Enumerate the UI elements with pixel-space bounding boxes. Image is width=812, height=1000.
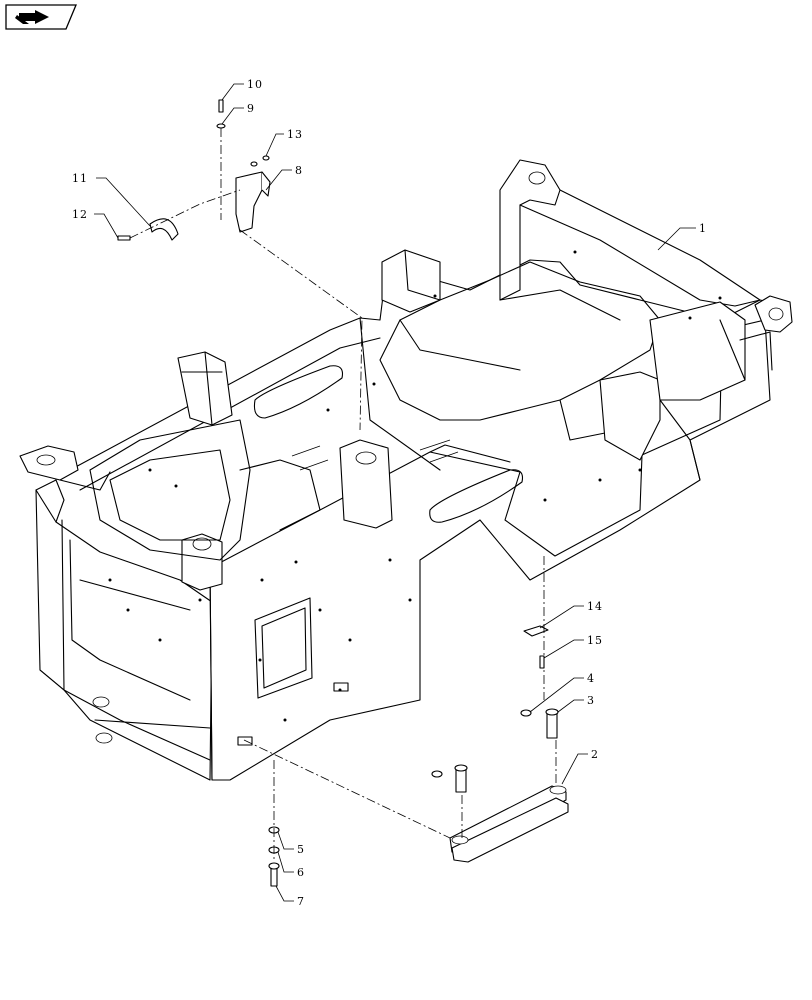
callout-7: 7	[297, 895, 305, 908]
cover-plate-part-14	[523, 625, 549, 637]
callout-5: 5	[297, 843, 305, 856]
callout-leaders	[94, 83, 696, 902]
assembly-centerlines	[129, 128, 557, 860]
callout-1: 1	[699, 222, 707, 235]
clamp-part-11	[149, 218, 179, 241]
callout-3: 3	[587, 694, 595, 707]
washer-part-9	[216, 123, 226, 129]
callout-13: 13	[287, 128, 303, 141]
clip-part-4	[431, 709, 532, 778]
nuts-part-13	[250, 155, 270, 167]
bolt-part-12	[117, 235, 131, 241]
callout-6: 6	[297, 866, 305, 879]
callout-10: 10	[247, 78, 263, 91]
bracket-part-8	[235, 171, 271, 233]
pin-part-3	[545, 708, 559, 739]
callout-14: 14	[587, 600, 603, 613]
pin-part	[454, 764, 468, 793]
callout-12: 12	[72, 208, 88, 221]
main-frame-part	[19, 159, 793, 781]
callout-15: 15	[587, 634, 603, 647]
callout-9: 9	[247, 102, 255, 115]
callout-11: 11	[72, 172, 88, 185]
callout-labels: 1 2 3 4 5 6 7 8 9 10 11 12 13 14 15	[72, 78, 707, 908]
bolt-part-10	[218, 99, 224, 113]
callout-2: 2	[591, 748, 599, 761]
bolt-part-15	[539, 655, 545, 669]
forward-arrow-icon[interactable]	[5, 4, 77, 30]
link-bar-part	[449, 785, 569, 863]
callout-8: 8	[295, 164, 303, 177]
nav-badge[interactable]	[5, 4, 77, 30]
callout-4: 4	[587, 672, 595, 685]
